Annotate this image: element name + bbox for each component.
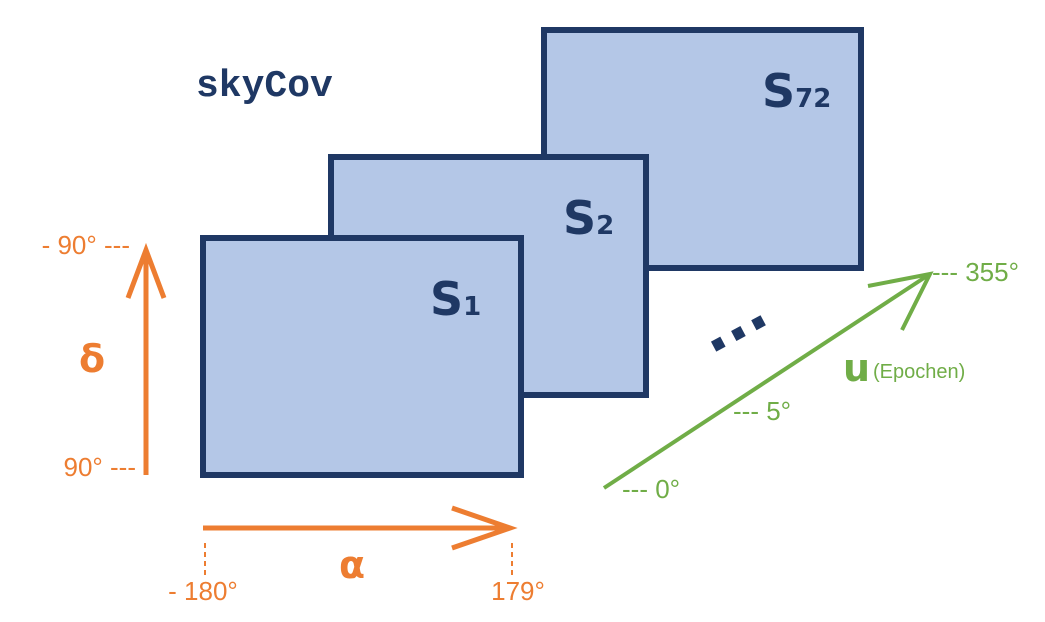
frame-s1-letter: S <box>430 272 463 326</box>
epoch-tick-5: --- 5° <box>733 396 791 426</box>
declination-symbol: δ <box>79 337 105 381</box>
ra-right-tick: 179° <box>491 576 545 606</box>
ra-axis: α - 180° 179° <box>168 505 545 606</box>
declination-top-tick: - 90° --- <box>42 230 130 260</box>
declination-axis: δ - 90° --- 90° --- <box>42 230 167 482</box>
svg-text:S72: S72 <box>762 64 831 118</box>
epoch-axis-line <box>602 272 932 490</box>
epoch-tick-355: --- 355° <box>932 257 1019 287</box>
frame-s2-sub: 2 <box>596 211 614 241</box>
ellipsis-dots: ... <box>685 274 778 368</box>
ra-symbol: α <box>339 543 365 587</box>
frame-s72-letter: S <box>762 64 795 118</box>
frame-s2-letter: S <box>563 191 596 245</box>
declination-arrowhead <box>125 242 167 299</box>
svg-text:S1: S1 <box>430 272 481 326</box>
frame-s72-sub: 72 <box>795 84 831 114</box>
declination-bottom-tick: 90° --- <box>63 452 136 482</box>
epoch-tick-0: --- 0° <box>622 474 680 504</box>
ra-arrowhead <box>451 505 518 551</box>
svg-text:S2: S2 <box>563 191 614 245</box>
frame-s1-sub: 1 <box>463 292 481 322</box>
ra-left-tick: - 180° <box>168 576 238 606</box>
epoch-arrowhead <box>867 271 934 331</box>
epoch-note: (Epochen) <box>873 361 965 383</box>
epoch-axis: --- 0° --- 5° --- 355° u (Epochen) <box>602 257 1019 504</box>
epoch-symbol: u <box>843 346 870 390</box>
frame-s1: S1 <box>200 235 524 478</box>
ellipsis-text: ... <box>685 274 778 368</box>
diagram-title: skyCov <box>196 65 333 108</box>
